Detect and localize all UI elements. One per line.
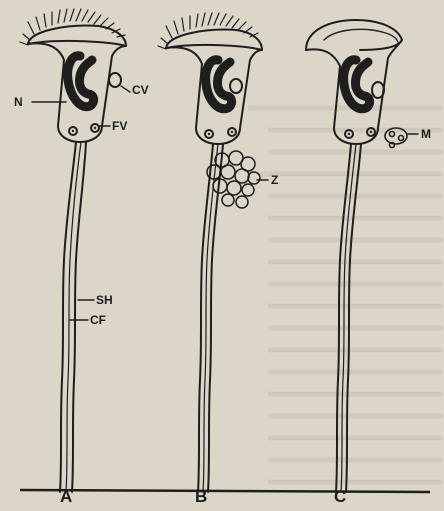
label-fv: FV	[112, 120, 127, 132]
label-m: M	[421, 128, 431, 140]
label-z: Z	[271, 174, 278, 186]
panel-label-c: C	[334, 488, 346, 505]
label-n: N	[14, 96, 23, 108]
label-cv: CV	[132, 84, 149, 96]
panel-label-b: B	[195, 488, 207, 505]
panel-label-a: A	[60, 488, 72, 505]
label-cf: CF	[90, 314, 106, 326]
label-sh: SH	[96, 294, 113, 306]
